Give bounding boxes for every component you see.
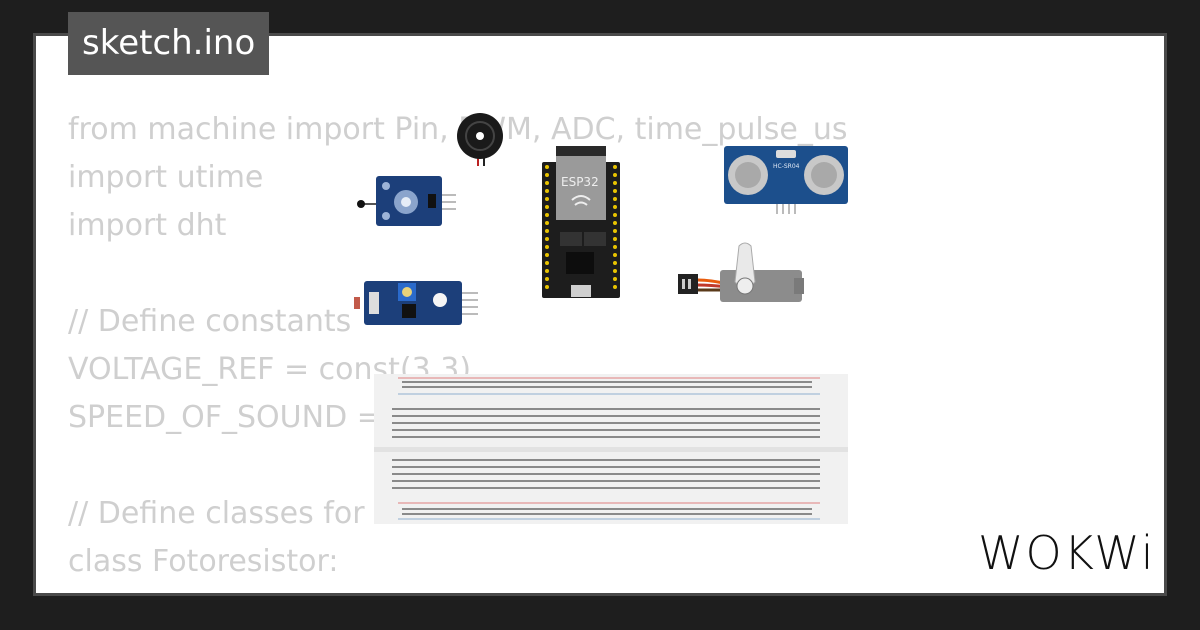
code-editor-preview: from machine import Pin, PWM, ADC, time_… — [68, 106, 848, 593]
esp32-board[interactable]: ESP32 — [542, 146, 620, 298]
breadboard-holes — [392, 381, 820, 515]
code-line: import utime — [68, 160, 264, 195]
code-line: def __init__(self, pin): — [68, 586, 848, 593]
code-line: // Define constants — [68, 304, 352, 339]
code-line: class Fotoresistor: — [68, 544, 339, 579]
esp32-left-pins — [545, 165, 549, 289]
buzzer[interactable] — [457, 113, 503, 166]
code-line: import dht — [68, 208, 227, 243]
esp32-label: ESP32 — [561, 175, 599, 189]
code-line: VOLTAGE_REF = const(3.3) — [68, 352, 472, 387]
esp32-right-pins — [613, 165, 617, 289]
breadboard[interactable] — [374, 374, 848, 524]
ultrasonic-sensor[interactable]: HC-SR04 — [724, 146, 848, 214]
code-line: from machine import Pin, PWM, ADC, time_… — [68, 112, 848, 147]
photoresistor-module[interactable] — [354, 281, 478, 325]
ultrasonic-label: HC-SR04 — [773, 163, 800, 170]
wokwi-logo: WOKWi — [978, 526, 1156, 580]
temperature-sensor-module[interactable] — [357, 176, 456, 226]
code-line: // Define classes for — [68, 496, 365, 531]
servo-motor[interactable] — [678, 242, 804, 302]
file-tab[interactable]: sketch.ino — [68, 12, 270, 75]
